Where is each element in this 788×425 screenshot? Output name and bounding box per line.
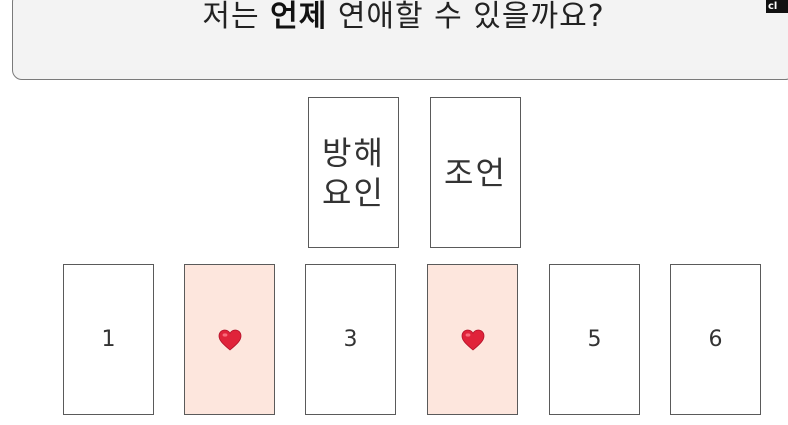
deck-card-4-selected[interactable] [427,264,518,415]
question-box: 저는 언제 연애할 수 있을까요? [12,0,788,80]
deck-card-number: 3 [343,327,358,352]
position-card-label: 방해 요인 [322,133,385,212]
deck-card-6[interactable]: 6 [670,264,761,415]
deck-card-1[interactable]: 1 [63,264,154,415]
deck-card-number: 5 [587,327,602,352]
heart-icon [218,329,241,351]
corner-badge: cl [766,0,788,13]
question-emphasis: 언제 [270,0,328,34]
position-card-obstacle[interactable]: 방해 요인 [308,97,399,248]
deck-card-2-selected[interactable] [184,264,275,415]
deck-card-5[interactable]: 5 [549,264,640,415]
heart-icon [461,329,484,351]
deck-card-number: 6 [708,327,723,352]
deck-card-3[interactable]: 3 [305,264,396,415]
question-suffix: 연애할 수 있을까요? [327,0,605,34]
question-prefix: 저는 [202,0,271,34]
question-text: 저는 언제 연애할 수 있을까요? [13,0,788,39]
position-card-advice[interactable]: 조언 [430,97,521,248]
position-card-label: 조언 [444,153,507,192]
deck-card-number: 1 [101,327,116,352]
